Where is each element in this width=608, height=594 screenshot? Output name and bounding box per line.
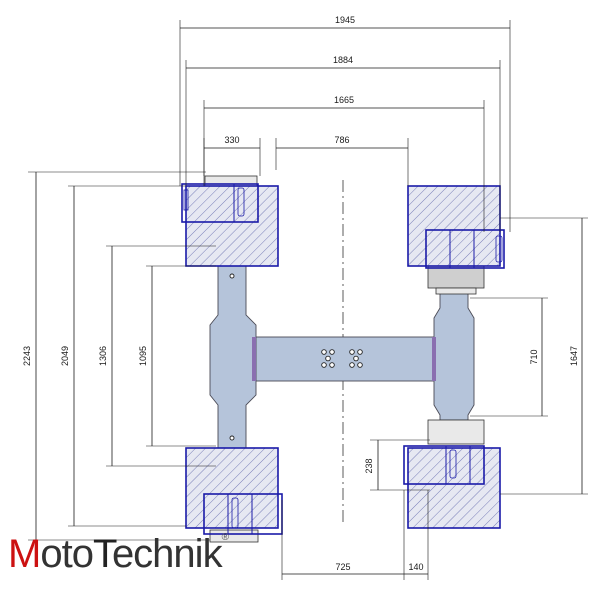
dim-2243-label: 2243 <box>22 346 32 366</box>
logo-m: M <box>8 532 41 576</box>
logo-t: T <box>92 532 113 576</box>
cup-bottom-right <box>403 445 485 485</box>
dim-2243: 2243 <box>22 171 210 541</box>
dim-1095-label: 1095 <box>138 346 148 366</box>
dim-1945-label: 1945 <box>335 15 355 25</box>
logo-echnik: echnik <box>111 532 223 576</box>
dim-330: 330 <box>203 135 261 176</box>
logo-registered: ® <box>221 532 229 543</box>
cylinder-top-right <box>407 185 505 295</box>
h-frame <box>209 242 475 473</box>
cross-beam <box>253 336 435 382</box>
dim-238: 238 <box>364 439 430 491</box>
dim-710-label: 710 <box>529 349 539 364</box>
dim-1884: 1884 <box>185 55 501 232</box>
dim-2049: 2049 <box>60 185 186 527</box>
dim-1884-label: 1884 <box>333 55 353 65</box>
pad-top-left <box>185 185 279 267</box>
dim-786: 786 <box>275 135 409 186</box>
dim-725: 725 <box>281 490 405 580</box>
dim-1647-label: 1647 <box>569 346 579 366</box>
pad-top-right <box>407 185 501 267</box>
beam-holes <box>321 349 363 368</box>
dim-1306-label: 1306 <box>98 346 108 366</box>
dim-1665-label: 1665 <box>334 95 354 105</box>
dim-330-label: 330 <box>224 135 239 145</box>
right-column <box>433 292 475 421</box>
dim-1945: 1945 <box>179 15 511 232</box>
dim-140-label: 140 <box>408 562 423 572</box>
dim-710: 710 <box>470 297 548 417</box>
dim-2049-label: 2049 <box>60 346 70 366</box>
dim-725-label: 725 <box>335 562 350 572</box>
dim-140: 140 <box>404 490 429 580</box>
dim-786-label: 786 <box>334 135 349 145</box>
cylinder-bottom-left <box>185 447 283 543</box>
pad-bottom-right <box>407 447 501 529</box>
right-joint <box>432 337 436 381</box>
cylinder-bottom-right <box>403 419 501 529</box>
dim-1647: 1647 <box>500 217 588 495</box>
dim-1095: 1095 <box>138 265 216 447</box>
mototechnik-logo: MotoTechnik® <box>8 532 229 582</box>
logo-oto: oto <box>40 532 94 576</box>
dim-1306: 1306 <box>98 245 216 467</box>
cylinder-top-left <box>181 175 279 267</box>
left-joint <box>252 337 256 381</box>
dim-238-label: 238 <box>364 458 374 473</box>
